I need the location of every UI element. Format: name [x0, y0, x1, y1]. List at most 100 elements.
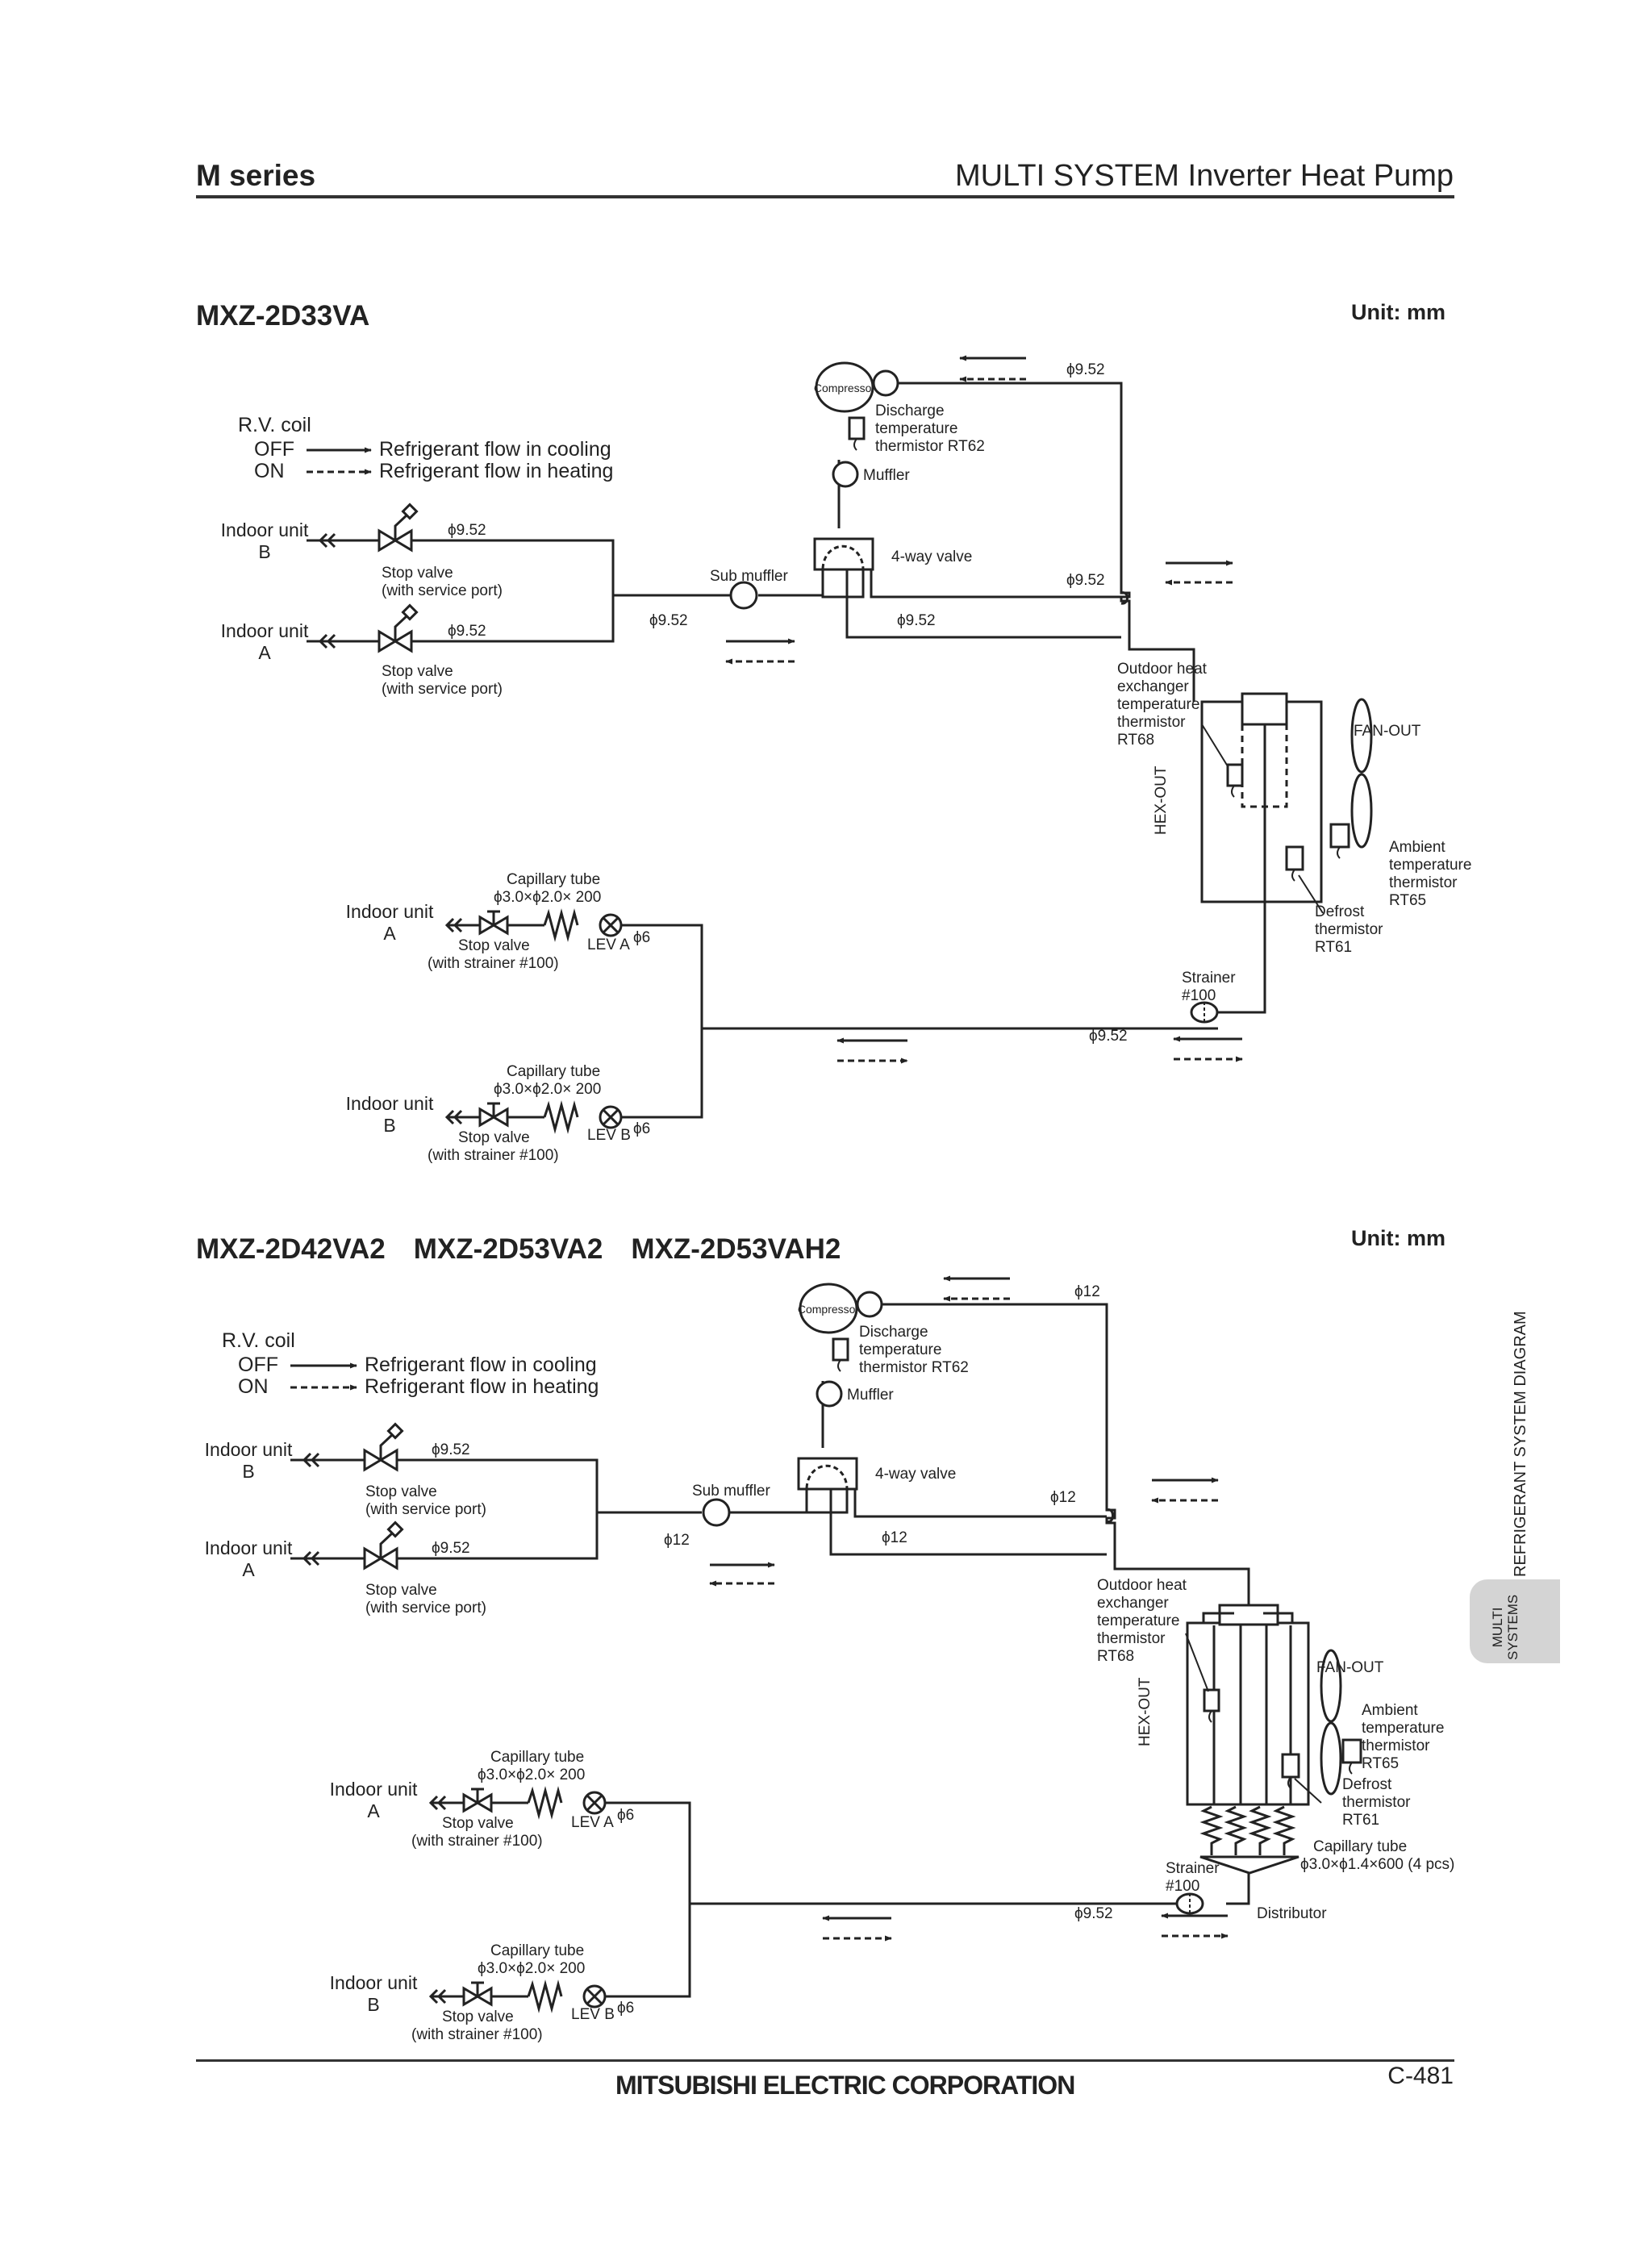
hex-thermistor-label-5: RT68 [1117, 732, 1154, 749]
indoor-unit-a-label: Indoor unit [221, 620, 309, 641]
compressor-label: Compressor [814, 382, 876, 394]
unit-label-1: Unit: mm [1351, 300, 1446, 324]
capillary-b-icon [527, 1979, 563, 2013]
lev-b-icon [582, 1984, 607, 2009]
discharge-label-1: Discharge [875, 403, 945, 419]
sub-muffler-icon [702, 1498, 731, 1527]
pipe-diameter: ϕ12 [1074, 1283, 1100, 1300]
stop-valve-label: Stop valve [458, 1129, 530, 1146]
discharge-thermistor-icon [832, 1337, 849, 1372]
hex-thermistor-label-1: Outdoor heat [1097, 1577, 1187, 1594]
pipe-diameter: ϕ9.52 [1074, 1905, 1113, 1922]
pipe-diameter: ϕ9.52 [1089, 1028, 1128, 1045]
indoor-unit-a-letter: A [383, 923, 396, 944]
discharge-label-2: temperature [875, 420, 957, 437]
stop-valve-label: Stop valve [442, 2009, 514, 2025]
service-port-label: (with service port) [365, 1501, 486, 1518]
indoor-a-connection-icon [302, 1550, 320, 1566]
discharge-label-3: thermistor RT62 [875, 438, 985, 455]
indoor-unit-b-letter: B [258, 541, 270, 562]
pipe-diameter: ϕ12 [1050, 1489, 1076, 1506]
distributor-icon [1199, 1855, 1299, 1875]
stop-valve-strainer-b-icon [478, 1102, 509, 1128]
hex-thermistor-label-5: RT68 [1097, 1648, 1134, 1665]
pipe-diameter: ϕ6 [633, 1120, 650, 1137]
model-title-1: MXZ-2D33VA [196, 300, 370, 332]
capillary-tube-label: Capillary tube [507, 871, 600, 888]
defrost-label-3: RT61 [1342, 1812, 1379, 1829]
indoor-unit-a-label: Indoor unit [205, 1537, 293, 1558]
capillary-a-icon [527, 1786, 563, 1820]
pipe-diameter: ϕ6 [617, 1807, 634, 1824]
hex-thermistor-label-1: Outdoor heat [1117, 661, 1208, 678]
rv-coil-label: R.V. coil [222, 1329, 295, 1352]
defrost-label-2: thermistor [1315, 921, 1383, 938]
indoor-b-connection-icon [318, 532, 336, 549]
hex-thermistor-label-3: temperature [1097, 1612, 1179, 1629]
footer-rule [196, 2059, 1454, 2062]
hex-thermistor-label-2: exchanger [1097, 1595, 1169, 1612]
ambient-thermistor-icon [1329, 823, 1350, 859]
stop-valve-strainer-a-icon [462, 1788, 493, 1813]
sub-muffler-icon [729, 581, 758, 610]
lev-a-icon [599, 913, 623, 937]
strainer-valve-label: (with strainer #100) [428, 1147, 559, 1164]
hex-thermistor-icon [1201, 724, 1244, 798]
ambient-label-1: Ambient [1362, 1702, 1418, 1719]
unit-label-2: Unit: mm [1351, 1226, 1446, 1250]
lev-a-icon [582, 1791, 607, 1815]
stop-valve-strainer-b-icon [462, 1981, 493, 2007]
hex-thermistor-label-4: thermistor [1097, 1630, 1166, 1647]
strainer-valve-label: (with strainer #100) [411, 2026, 543, 2043]
discharge-label-3: thermistor RT62 [859, 1359, 969, 1376]
pipe-diameter: ϕ9.52 [432, 1441, 470, 1458]
ambient-label-3: thermistor [1389, 874, 1458, 891]
hex-out-label: HEX-OUT [1153, 765, 1170, 835]
capillary-tube-label: Capillary tube [507, 1063, 600, 1080]
indoor-b-lev-connection-icon [428, 1988, 447, 2004]
legend-heating-label: Refrigerant flow in heating [365, 1375, 599, 1398]
pipe-diameter: ϕ9.52 [1066, 361, 1105, 378]
stop-valve-strainer-a-icon [478, 910, 509, 936]
ambient-label-2: temperature [1389, 857, 1471, 874]
fan-icon [1350, 698, 1373, 849]
hex-thermistor-label-4: thermistor [1117, 714, 1186, 731]
indoor-unit-a-letter: A [367, 1800, 380, 1821]
capillary-size-label: ϕ3.0×ϕ2.0× 200 [494, 889, 601, 906]
refrigerant-diagram-1: Compressor [221, 355, 1471, 1164]
strainer-label-2: #100 [1182, 987, 1216, 1004]
heat-exchanger-icon [1186, 1604, 1310, 1806]
indoor-unit-b-letter: B [367, 1994, 379, 2015]
off-label: OFF [238, 1354, 278, 1376]
strainer-label-1: Strainer [1182, 970, 1236, 987]
discharge-label-2: temperature [859, 1341, 941, 1358]
distributor-label: Distributor [1257, 1905, 1327, 1922]
on-label: ON [238, 1375, 269, 1398]
stop-valve-a-icon [378, 603, 419, 653]
indoor-unit-b-label: Indoor unit [221, 519, 309, 540]
hex-out-label: HEX-OUT [1137, 1677, 1153, 1746]
series-label: M series [196, 159, 316, 192]
ambient-label-4: RT65 [1362, 1755, 1399, 1772]
discharge-thermistor-icon [848, 416, 866, 451]
pipe-diameter: ϕ12 [882, 1529, 907, 1546]
pipe-diameter: ϕ6 [617, 2000, 634, 2017]
indoor-a-lev-connection-icon [444, 917, 463, 933]
indoor-unit-b-label: Indoor unit [346, 1093, 434, 1114]
stop-valve-label: Stop valve [442, 1815, 514, 1832]
pipe-diameter: ϕ12 [664, 1532, 690, 1549]
pipe-diameter: ϕ9.52 [448, 623, 486, 640]
capillary-size-label: ϕ3.0×ϕ2.0× 200 [478, 1960, 585, 1977]
muffler-icon [832, 461, 859, 488]
section-tab [1470, 1579, 1560, 1663]
service-port-label: (with service port) [382, 681, 503, 698]
lev-b-icon [599, 1105, 623, 1129]
header-rule [196, 195, 1454, 198]
off-label: OFF [254, 438, 294, 461]
indoor-unit-a-letter: A [242, 1559, 255, 1580]
stop-valve-label: Stop valve [458, 937, 530, 954]
capillary-a-icon [543, 908, 579, 942]
defrost-thermistor-icon [1285, 845, 1324, 914]
service-port-label: (with service port) [382, 582, 503, 599]
hex-thermistor-icon [1185, 1633, 1220, 1723]
